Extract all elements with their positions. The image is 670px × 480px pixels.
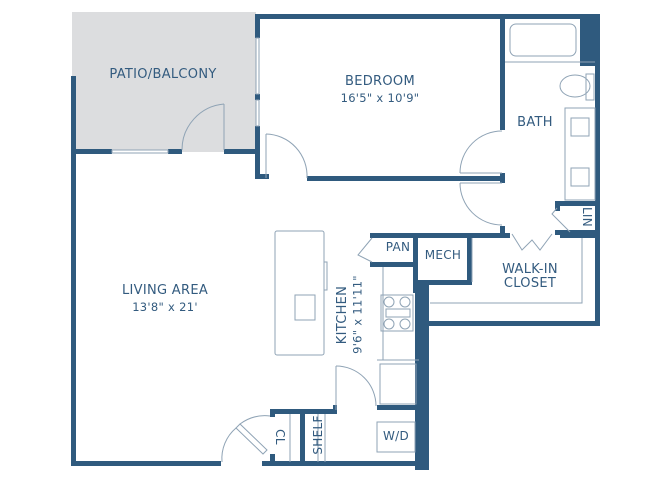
fixtures xyxy=(111,23,596,463)
kitchen-dimensions: 9'6" x 11'11" xyxy=(350,275,365,354)
kitchen-label: KITCHEN xyxy=(335,285,350,345)
living-label: LIVING AREA xyxy=(121,283,209,298)
pantry-label: PAN xyxy=(385,240,411,254)
laundry-label: W/D xyxy=(382,429,410,443)
closet-label-2: CLOSET xyxy=(503,276,557,291)
bedroom-dimensions: 16'5" x 10'9" xyxy=(340,91,420,105)
patio-floor xyxy=(72,12,256,152)
mech-label: MECH xyxy=(424,248,462,262)
patio-label: PATIO/BALCONY xyxy=(109,67,217,82)
shelf-label: SHELF xyxy=(311,415,325,455)
bath-label: BATH xyxy=(517,115,553,130)
living-dimensions: 13'8" x 21' xyxy=(132,300,198,314)
closet-label: WALK-IN xyxy=(502,262,558,277)
coat-closet-label: CL xyxy=(273,429,287,445)
walls xyxy=(71,14,600,470)
bedroom-label: BEDROOM xyxy=(345,74,415,89)
linen-label: LIN xyxy=(580,206,594,228)
